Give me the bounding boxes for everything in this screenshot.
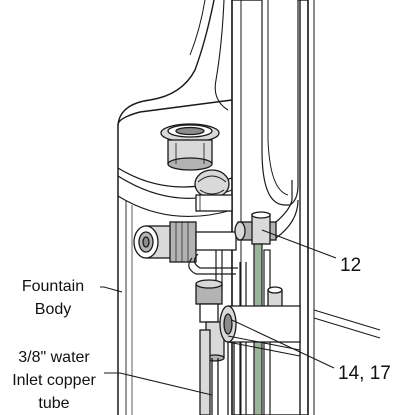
inlet-tube-label-line3: tube bbox=[38, 395, 70, 412]
fountain-bowl bbox=[117, 0, 229, 126]
inlet-tube-label: 3/8" water Inlet copper tube bbox=[0, 346, 108, 415]
callout-14-17: 14, 17 bbox=[338, 363, 391, 384]
leader-fountain-body bbox=[100, 286, 123, 293]
bubbler-valve bbox=[194, 169, 233, 212]
drain-fitting bbox=[160, 123, 220, 171]
inlet-tube-label-line1: 3/8" water bbox=[18, 349, 90, 366]
push-button-assembly bbox=[133, 221, 237, 263]
inlet-tube-label-line2: Inlet copper bbox=[12, 372, 96, 389]
fountain-body-label: Fountain Body bbox=[3, 275, 103, 321]
inlet-copper-tube bbox=[199, 329, 235, 415]
tee-fitting bbox=[234, 180, 299, 245]
waste-pipe bbox=[219, 305, 381, 357]
leader-inlet bbox=[104, 372, 213, 396]
leader-lines bbox=[100, 229, 337, 396]
callout-12: 12 bbox=[340, 255, 361, 276]
leader-14-17 bbox=[231, 319, 335, 369]
fountain-body-label-line1: Fountain bbox=[21, 278, 85, 295]
leader-12 bbox=[261, 229, 337, 259]
fountain-body-label-line2: Body bbox=[34, 301, 72, 318]
